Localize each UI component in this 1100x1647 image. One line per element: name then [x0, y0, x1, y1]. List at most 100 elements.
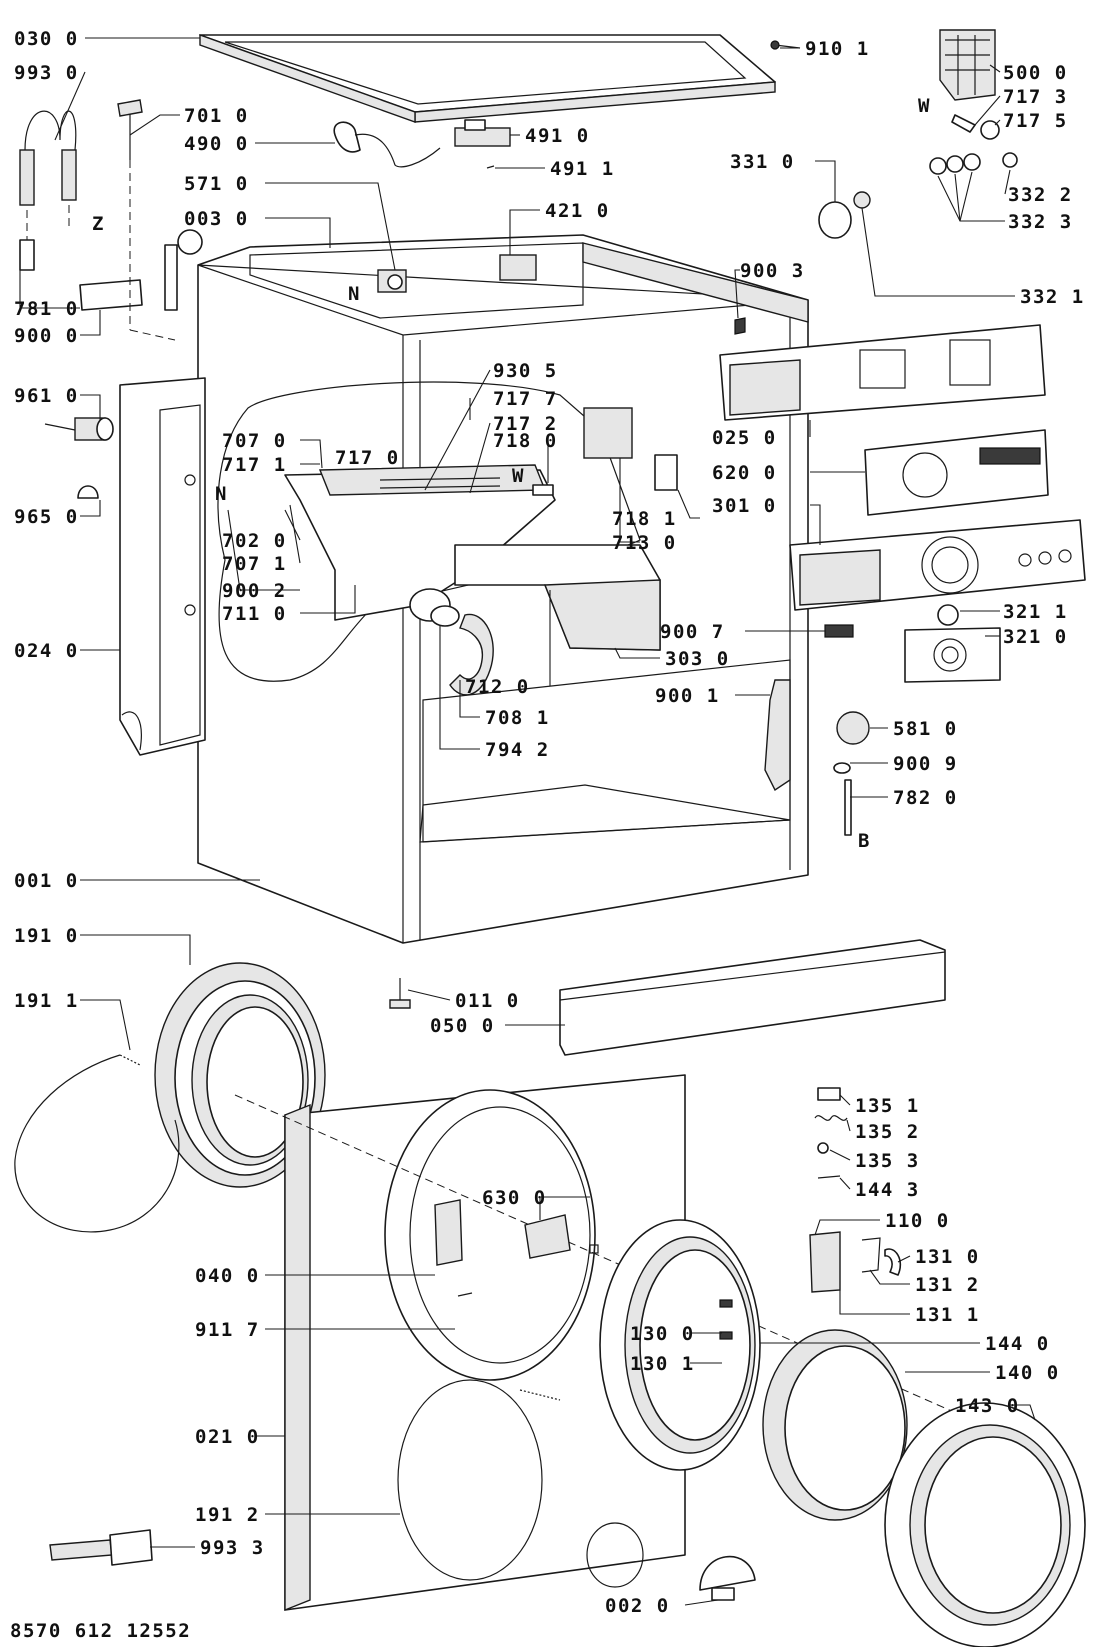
label-708-1: 708 1	[485, 707, 550, 729]
marker-b: B	[858, 830, 871, 852]
label-191-0: 191 0	[14, 925, 79, 947]
label-131-0: 131 0	[915, 1246, 980, 1268]
label-421-0: 421 0	[545, 200, 610, 222]
label-717-3: 717 3	[1003, 86, 1068, 108]
door-handle-part	[809, 1231, 902, 1293]
label-490-0: 490 0	[184, 133, 249, 155]
label-135-3: 135 3	[855, 1150, 920, 1172]
label-900-9: 900 9	[893, 753, 958, 775]
label-910-1: 910 1	[805, 38, 870, 60]
label-707-0: 707 0	[222, 430, 287, 452]
label-030-0: 030 0	[14, 28, 79, 50]
label-002-0: 002 0	[605, 1595, 670, 1617]
label-712-0: 712 0	[465, 676, 530, 698]
electronic-board-part	[864, 429, 1049, 516]
leader-lines	[19, 37, 1036, 1606]
power-cord-part	[333, 121, 441, 168]
label-130-0: 130 0	[630, 1323, 695, 1345]
small-screw-part	[457, 1292, 473, 1297]
label-718-1: 718 1	[612, 508, 677, 530]
label-717-0: 717 0	[335, 447, 400, 469]
label-900-0: 900 0	[14, 325, 79, 347]
dispenser-hose-part	[430, 605, 494, 696]
label-717-1: 717 1	[222, 454, 287, 476]
label-781-0: 781 0	[14, 298, 79, 320]
knobs-part	[818, 152, 1018, 239]
electronic-module-part	[939, 29, 1000, 140]
label-303-0: 303 0	[665, 648, 730, 670]
program-knob-part	[904, 604, 1001, 683]
door-lock-part	[524, 1214, 599, 1259]
front-panel-part	[234, 1074, 1041, 1612]
marker-z: Z	[92, 213, 105, 235]
dispenser-drawer-part	[454, 544, 661, 651]
label-491-1: 491 1	[550, 158, 615, 180]
sensor-parts	[764, 624, 870, 836]
marker-n-side: N	[215, 483, 228, 505]
label-900-2: 900 2	[222, 580, 287, 602]
label-331-0: 331 0	[730, 151, 795, 173]
label-321-0: 321 0	[1003, 626, 1068, 648]
dispenser-housing-part	[284, 464, 556, 622]
label-301-0: 301 0	[712, 495, 777, 517]
document-code: 8570 612 12552	[10, 1620, 191, 1642]
label-135-2: 135 2	[855, 1121, 920, 1143]
label-135-1: 135 1	[855, 1095, 920, 1117]
label-332-3: 332 3	[1008, 211, 1073, 233]
label-993-0: 993 0	[14, 62, 79, 84]
label-900-3: 900 3	[740, 260, 805, 282]
label-140-0: 140 0	[995, 1362, 1060, 1384]
label-321-1: 321 1	[1003, 601, 1068, 623]
capacitor-part	[499, 254, 537, 281]
door-frame-part	[599, 1219, 761, 1471]
label-930-5: 930 5	[493, 360, 558, 382]
door-clamp-part	[397, 1379, 561, 1581]
label-718-0: 718 0	[493, 430, 558, 452]
label-717-2: 717 2	[493, 413, 558, 435]
label-024-0: 024 0	[14, 640, 79, 662]
label-050-0: 050 0	[430, 1015, 495, 1037]
label-025-0: 025 0	[712, 427, 777, 449]
label-110-0: 110 0	[885, 1210, 950, 1232]
part-labels: 030 0 993 0 701 0 490 0 571 0 003 0 781 …	[10, 28, 1083, 1642]
marker-w-top: W	[918, 95, 931, 117]
cabinet-frame-part	[197, 234, 809, 944]
label-965-0: 965 0	[14, 506, 79, 528]
label-131-2: 131 2	[915, 1274, 980, 1296]
label-131-1: 131 1	[915, 1304, 980, 1326]
label-961-0: 961 0	[14, 385, 79, 407]
label-911-7: 911 7	[195, 1319, 260, 1341]
door-seal-part	[154, 962, 326, 1188]
label-191-1: 191 1	[14, 990, 79, 1012]
label-702-0: 702 0	[222, 530, 287, 552]
label-581-0: 581 0	[893, 718, 958, 740]
label-711-0: 711 0	[222, 603, 287, 625]
marker-w-side: W	[512, 465, 525, 487]
front-control-panel-part	[789, 519, 1086, 611]
label-707-1: 707 1	[222, 553, 287, 575]
label-782-0: 782 0	[893, 787, 958, 809]
label-717-7: 717 7	[493, 388, 558, 410]
hose-assembly-part	[19, 110, 143, 311]
door-glass-part	[762, 1329, 908, 1521]
clip-part	[734, 317, 746, 335]
top-cover-part	[199, 34, 776, 123]
label-003-0: 003 0	[184, 208, 249, 230]
label-040-0: 040 0	[195, 1265, 260, 1287]
label-713-0: 713 0	[612, 532, 677, 554]
label-630-0: 630 0	[482, 1187, 547, 1209]
label-144-3: 144 3	[855, 1179, 920, 1201]
label-130-1: 130 1	[630, 1353, 695, 1375]
hinge-pins-part	[814, 1087, 848, 1179]
label-794-2: 794 2	[485, 739, 550, 761]
valve-part	[377, 269, 407, 293]
service-flap-part	[699, 1555, 756, 1601]
marker-n-top: N	[348, 283, 361, 305]
label-900-7: 900 7	[660, 621, 725, 643]
label-021-0: 021 0	[195, 1426, 260, 1448]
filter-part	[454, 119, 511, 169]
label-491-0: 491 0	[525, 125, 590, 147]
foot-part	[44, 417, 114, 499]
label-701-0: 701 0	[184, 105, 249, 127]
foot-screw-part	[389, 978, 411, 1009]
